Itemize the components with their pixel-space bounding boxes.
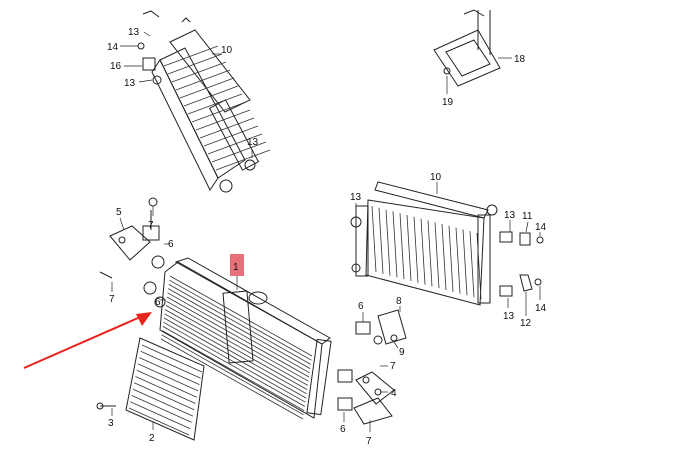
callout-14: 14	[535, 222, 547, 233]
radiator-fin	[469, 231, 475, 298]
radiator-fin	[392, 211, 398, 278]
radiator-fin	[462, 229, 468, 296]
radiator-fin	[163, 317, 307, 399]
radiator-fin	[162, 326, 305, 407]
radiator-fin	[171, 61, 227, 83]
radiator-fin	[406, 214, 412, 282]
radiator-fin	[455, 227, 461, 294]
radiator-fin	[169, 275, 313, 357]
radiator-fin	[191, 101, 247, 123]
grille-slat	[140, 350, 201, 379]
callout-14: 14	[107, 42, 119, 53]
radiator-fin	[167, 53, 223, 75]
radiator-fin	[427, 220, 433, 287]
grille-slat	[139, 357, 200, 385]
radiator-fin	[168, 284, 311, 365]
radiator-fin	[161, 334, 304, 416]
callout-18: 18	[514, 54, 526, 65]
callout-7: 7	[390, 361, 396, 372]
radiator-fin	[175, 69, 231, 91]
callout-13: 13	[247, 137, 259, 148]
callout-13: 13	[504, 210, 516, 221]
radiator-fin	[187, 93, 243, 115]
main-radiator	[99, 197, 332, 420]
radiator-fin	[420, 218, 426, 285]
callout-11: 11	[522, 211, 533, 222]
grille-slat	[131, 395, 192, 423]
radiator-fin	[399, 213, 405, 280]
callout-12: 12	[520, 318, 532, 329]
callout-2: 2	[149, 433, 155, 444]
radiator-fin	[166, 296, 310, 378]
grille-slat	[132, 388, 194, 417]
callout-7: 7	[148, 220, 154, 231]
radiator-fin	[448, 225, 454, 292]
callout-7: 7	[366, 436, 372, 447]
radiator-fin	[165, 305, 308, 386]
callout-10: 10	[430, 172, 442, 183]
radiator-fin	[168, 288, 311, 369]
radiator-fin	[434, 222, 440, 289]
radiator-fin	[215, 149, 271, 171]
radiator-fin	[203, 125, 259, 147]
radiator-fin	[169, 279, 312, 361]
callout-labels: 14 13 16 13 10 13 18 19 10 13 13 11 14 1…	[107, 27, 547, 447]
callout-6: 6	[340, 424, 346, 435]
callout-4: 4	[391, 388, 397, 399]
callout-10: 10	[221, 45, 233, 56]
radiator-right	[350, 181, 544, 306]
part-1-highlight: 1	[230, 254, 244, 290]
callout-14: 14	[535, 303, 547, 314]
radiator-fin	[167, 292, 310, 374]
radiator-fin	[211, 141, 267, 163]
callout-6: 6	[358, 301, 364, 312]
grille-slat	[128, 407, 190, 436]
radiator-fin	[199, 117, 255, 139]
radiator-fin	[207, 133, 263, 155]
callout-6: 6	[155, 297, 161, 308]
callout-7: 7	[109, 294, 115, 305]
radiator-fin	[179, 77, 235, 99]
callout-5: 5	[116, 207, 122, 218]
radiator-fin	[163, 45, 219, 67]
radiator-fin	[385, 209, 391, 276]
callout-6: 6	[168, 239, 174, 250]
radiator-fin	[164, 313, 307, 395]
grille-slat	[141, 344, 203, 373]
radiator-fin	[441, 223, 447, 291]
callout-13: 13	[124, 78, 136, 89]
red-arrow	[23, 312, 152, 369]
main-radiator-right-fittings	[337, 309, 407, 425]
bracket-top-right	[433, 9, 501, 87]
grille-slat	[134, 382, 195, 411]
radiator-fin	[378, 207, 384, 274]
radiator-fin	[160, 338, 304, 420]
grille-slat	[136, 369, 197, 398]
callout-8: 8	[396, 296, 402, 307]
radiator-fin	[165, 309, 308, 390]
radiator-fin	[162, 330, 305, 411]
callout-13: 13	[503, 311, 515, 322]
callout-13: 13	[128, 27, 140, 38]
callout-3: 3	[108, 418, 114, 429]
callout-9: 9	[399, 347, 405, 358]
grille-panel	[96, 337, 205, 441]
callout-16: 16	[110, 61, 122, 72]
aux-radiator-top-left	[137, 10, 271, 193]
grille-slat	[130, 401, 191, 430]
grille-slat	[137, 363, 199, 392]
radiator-fin	[183, 85, 239, 107]
radiator-fin	[371, 205, 377, 273]
grille-slat	[135, 376, 196, 404]
callout-13: 13	[350, 192, 362, 203]
callout-19: 19	[442, 97, 454, 108]
part-1-label: 1	[233, 262, 239, 273]
radiator-fin	[166, 300, 309, 382]
radiator-fin	[195, 109, 251, 131]
radiator-fin	[413, 216, 419, 283]
